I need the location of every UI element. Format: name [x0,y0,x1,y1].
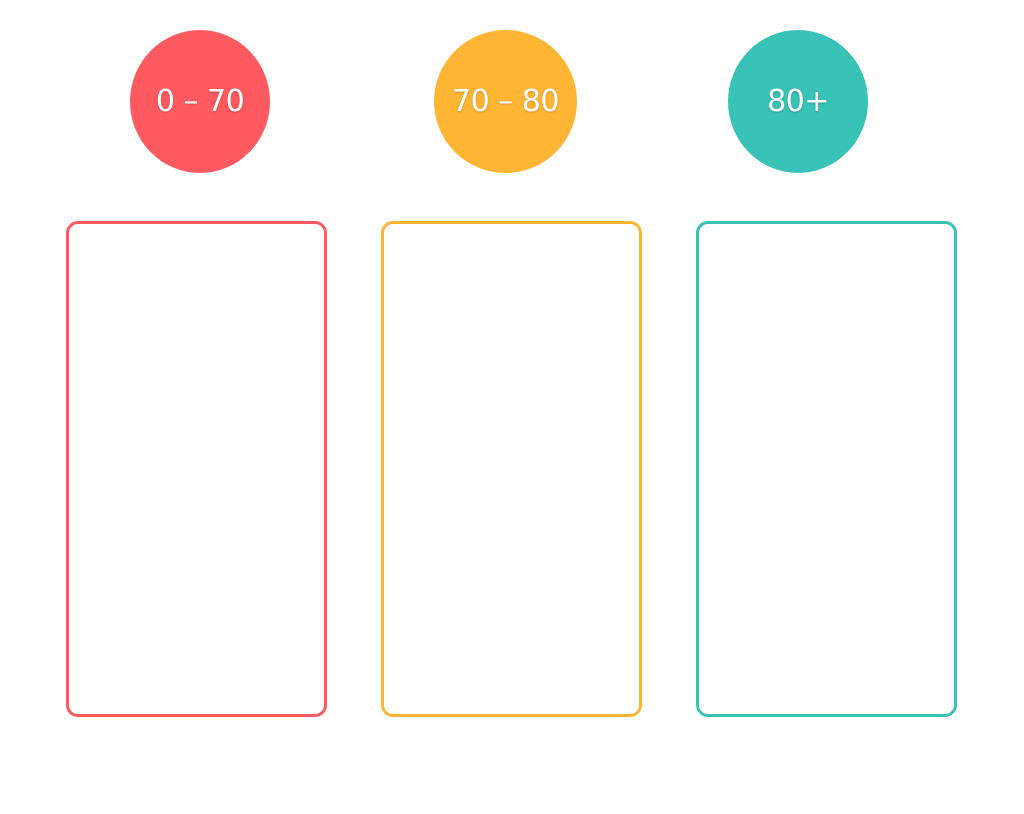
category-badge-0-70: 0 – 70 [130,30,270,173]
category-badge-70-80: 70 – 80 [434,30,577,173]
drop-zone-0-70[interactable] [66,221,327,717]
category-badge-80-plus: 80+ [728,30,868,173]
drop-zone-80-plus[interactable] [696,221,957,717]
drop-zone-70-80[interactable] [381,221,642,717]
